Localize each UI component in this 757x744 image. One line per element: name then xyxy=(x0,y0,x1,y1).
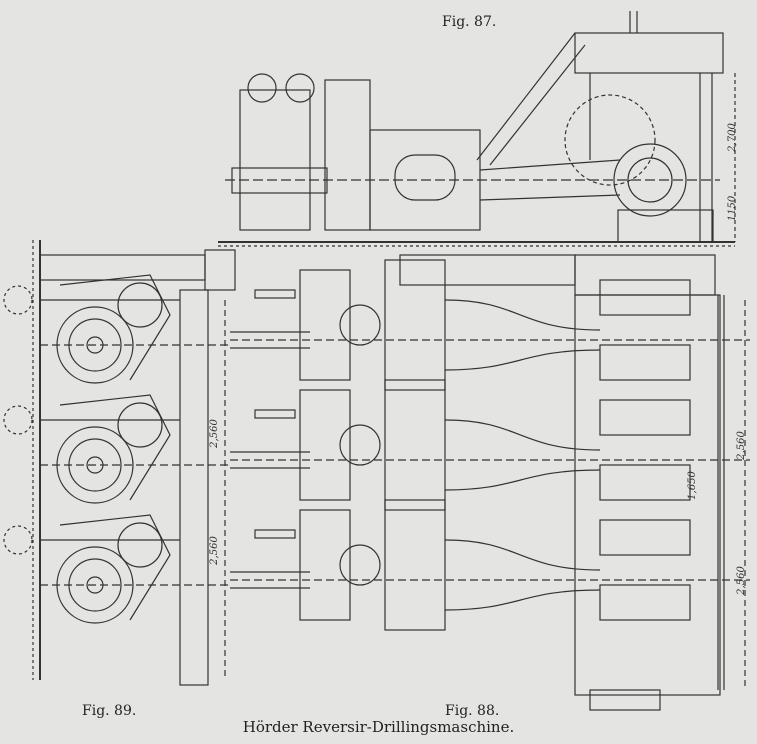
fig88-plan-view xyxy=(230,254,750,711)
fig87-label: Fig. 87. xyxy=(442,14,497,30)
dimension-label: 2,560 xyxy=(208,536,220,565)
cylinder-unit xyxy=(3,274,230,384)
dimension-label: 2,700 xyxy=(726,123,738,152)
fig88-label: Fig. 88. xyxy=(445,703,500,719)
figure-caption: Hörder Reversir-Drillingsmaschine. xyxy=(242,718,515,736)
dimension-label: 1150 xyxy=(727,195,739,222)
engine-unit xyxy=(230,379,750,511)
engine-unit xyxy=(230,499,750,631)
engine-unit xyxy=(230,259,750,391)
fig89-end-view xyxy=(3,240,236,686)
dimension-label: 2,560 xyxy=(735,431,747,460)
cylinder-unit xyxy=(3,394,230,504)
fig87-side-elevation xyxy=(218,11,736,247)
fig89-label: Fig. 89. xyxy=(82,703,137,719)
cylinder-unit xyxy=(3,514,230,624)
dimension-label: 2,560 xyxy=(208,419,220,448)
dimension-label: 2,560 xyxy=(735,566,747,595)
dimension-label: 1,650 xyxy=(686,471,698,500)
